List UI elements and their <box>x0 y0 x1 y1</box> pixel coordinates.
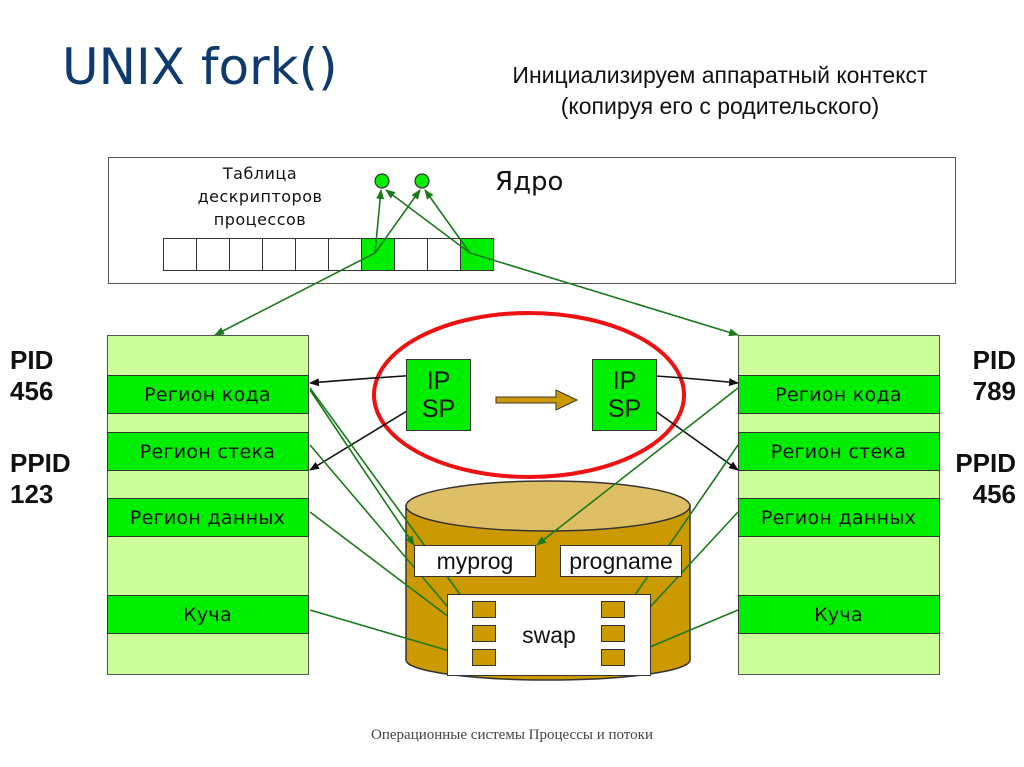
arrow <box>309 511 471 634</box>
child-data-region: Регион данных <box>737 498 940 537</box>
kernel-object-circle <box>374 173 390 189</box>
parent-pid-value: 456 <box>10 376 54 406</box>
arrow <box>424 189 471 254</box>
parent-pid-label: PID <box>10 345 54 375</box>
child-ppid-label: PPID <box>955 448 1016 478</box>
parent-code-region: Регион кода <box>106 375 309 414</box>
file-progname: progname <box>560 545 682 577</box>
child-pid-block: PID 789 <box>973 345 1016 407</box>
swap-label: swap <box>522 622 576 648</box>
kernel-object-circle <box>414 173 430 189</box>
table-cell-used <box>361 238 395 271</box>
process-descriptor-table <box>163 238 494 271</box>
child-pid-value: 789 <box>972 376 1016 406</box>
slide-title: UNIX fork() <box>62 38 338 96</box>
table-label-line: Таблица <box>222 164 298 183</box>
arrow <box>374 189 385 254</box>
table-label-line: дескрипторов <box>197 187 323 206</box>
arrow <box>214 252 376 336</box>
register-sp: SP <box>607 395 642 423</box>
arrow <box>469 252 739 337</box>
child-address-space: Регион кода Регион стека Регион данных К… <box>737 335 940 675</box>
disk-top <box>405 480 691 532</box>
arrow <box>374 189 421 254</box>
arrow <box>625 444 739 609</box>
register-sp: SP <box>421 395 456 423</box>
arrow <box>385 189 471 254</box>
arrow <box>309 402 421 471</box>
parent-address-space: Регион кода Регион стека Регион данных К… <box>106 335 309 675</box>
table-cell-empty <box>196 238 230 271</box>
child-ppid-block: PPID 456 <box>955 448 1016 510</box>
process-table-label: Таблица дескрипторов процессов <box>170 162 350 231</box>
parent-heap-region: Куча <box>106 595 309 634</box>
child-code-region: Регион кода <box>737 375 940 414</box>
register-ip: IP <box>612 367 637 395</box>
parent-ppid-value: 123 <box>10 479 54 509</box>
arrow <box>309 609 471 659</box>
parent-pid-block: PID 456 <box>10 345 53 407</box>
parent-ppid-label: PPID <box>10 448 71 478</box>
parent-data-region: Регион данных <box>106 498 309 537</box>
table-cell-empty <box>427 238 461 271</box>
swap-page <box>472 601 496 618</box>
swap-page <box>601 649 625 666</box>
arrow <box>643 402 739 471</box>
arrow <box>536 387 739 546</box>
table-cell-empty <box>328 238 362 271</box>
slide-subtitle: Инициализируем аппаратный контекст (копи… <box>430 60 1010 122</box>
parent-registers: IP SP <box>406 359 471 431</box>
slide-footer: Операционные системы Процессы и потоки <box>371 727 653 743</box>
subtitle-line-1: Инициализируем аппаратный контекст <box>512 62 928 88</box>
child-ppid-value: 456 <box>972 479 1016 509</box>
arrow <box>309 389 415 546</box>
hardware-context-highlight <box>372 311 686 479</box>
swap-page <box>601 625 625 642</box>
kernel-label: Ядро <box>495 167 564 197</box>
swap-page <box>601 601 625 618</box>
child-heap-region: Куча <box>737 595 940 634</box>
kernel-arrows <box>214 189 739 337</box>
child-pid-label: PID <box>972 345 1016 375</box>
swap-page <box>472 649 496 666</box>
arrow <box>309 444 471 634</box>
child-registers: IP SP <box>592 359 657 431</box>
parent-ppid-block: PPID 123 <box>10 448 71 510</box>
copy-arrow-icon <box>495 389 579 411</box>
file-myprog: myprog <box>414 545 536 577</box>
parent-stack-region: Регион стека <box>106 432 309 471</box>
swap-page <box>472 625 496 642</box>
table-label-line: процессов <box>213 210 307 229</box>
table-cell-empty <box>394 238 428 271</box>
region-disk-arrows <box>309 387 739 659</box>
subtitle-line-2: (копируя его с родительского) <box>560 93 880 119</box>
arrow <box>309 374 421 387</box>
register-ip: IP <box>426 367 451 395</box>
child-stack-region: Регион стека <box>737 432 940 471</box>
